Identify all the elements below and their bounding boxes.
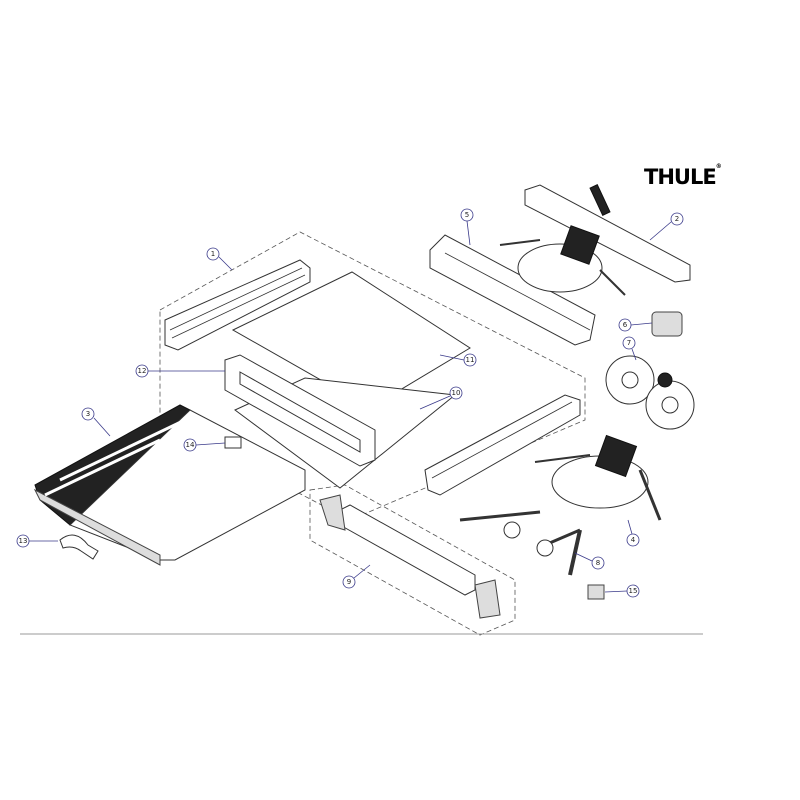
part-levers <box>459 510 541 539</box>
thule-logo: THULE® <box>644 163 722 189</box>
registered-mark: ® <box>715 163 722 170</box>
part-5-bracket <box>429 234 596 346</box>
svg-text:10: 10 <box>452 389 461 397</box>
svg-text:11: 11 <box>466 356 475 364</box>
callout-3: 3 <box>81 407 95 421</box>
callout-9: 9 <box>342 575 356 589</box>
svg-text:8: 8 <box>596 559 600 567</box>
callout-8: 8 <box>591 556 605 570</box>
svg-text:14: 14 <box>186 441 195 449</box>
svg-text:4: 4 <box>631 536 636 544</box>
svg-text:1: 1 <box>211 250 215 258</box>
svg-text:5: 5 <box>465 211 469 219</box>
part-15-clip <box>587 584 605 600</box>
svg-text:9: 9 <box>347 578 351 586</box>
callout-11: 11 <box>463 353 477 367</box>
svg-text:13: 13 <box>19 537 28 545</box>
callout-15: 15 <box>626 584 640 598</box>
svg-text:7: 7 <box>627 339 631 347</box>
part-6-motor <box>651 311 683 337</box>
callout-12: 12 <box>135 364 149 378</box>
part-3-step <box>33 404 306 566</box>
part-rail-right <box>424 394 581 496</box>
rail-assembly-outline <box>309 484 516 636</box>
callout-10: 10 <box>449 386 463 400</box>
leader-lines <box>29 220 672 593</box>
callout-13: 13 <box>16 534 30 548</box>
svg-text:3: 3 <box>86 410 90 418</box>
callout-5: 5 <box>460 208 474 222</box>
part-4-mechanism <box>534 434 662 521</box>
callout-7: 7 <box>622 336 636 350</box>
logo-text: THULE <box>644 165 717 189</box>
part-2-mechanism <box>499 184 691 296</box>
part-1-rail <box>164 259 311 351</box>
part-7-gears <box>605 355 695 430</box>
svg-text:12: 12 <box>138 367 147 375</box>
callout-2: 2 <box>670 212 684 226</box>
callout-1: 1 <box>206 247 220 261</box>
callout-4: 4 <box>626 533 640 547</box>
callout-6: 6 <box>618 318 632 332</box>
svg-text:2: 2 <box>675 215 679 223</box>
svg-text:6: 6 <box>623 321 628 329</box>
callout-14: 14 <box>183 438 197 452</box>
svg-text:15: 15 <box>629 587 638 595</box>
part-9-rail <box>319 494 501 619</box>
part-14-clip <box>224 436 242 449</box>
part-12-frame <box>224 354 376 467</box>
part-8-lever <box>536 528 582 576</box>
part-13-handle <box>59 534 99 560</box>
